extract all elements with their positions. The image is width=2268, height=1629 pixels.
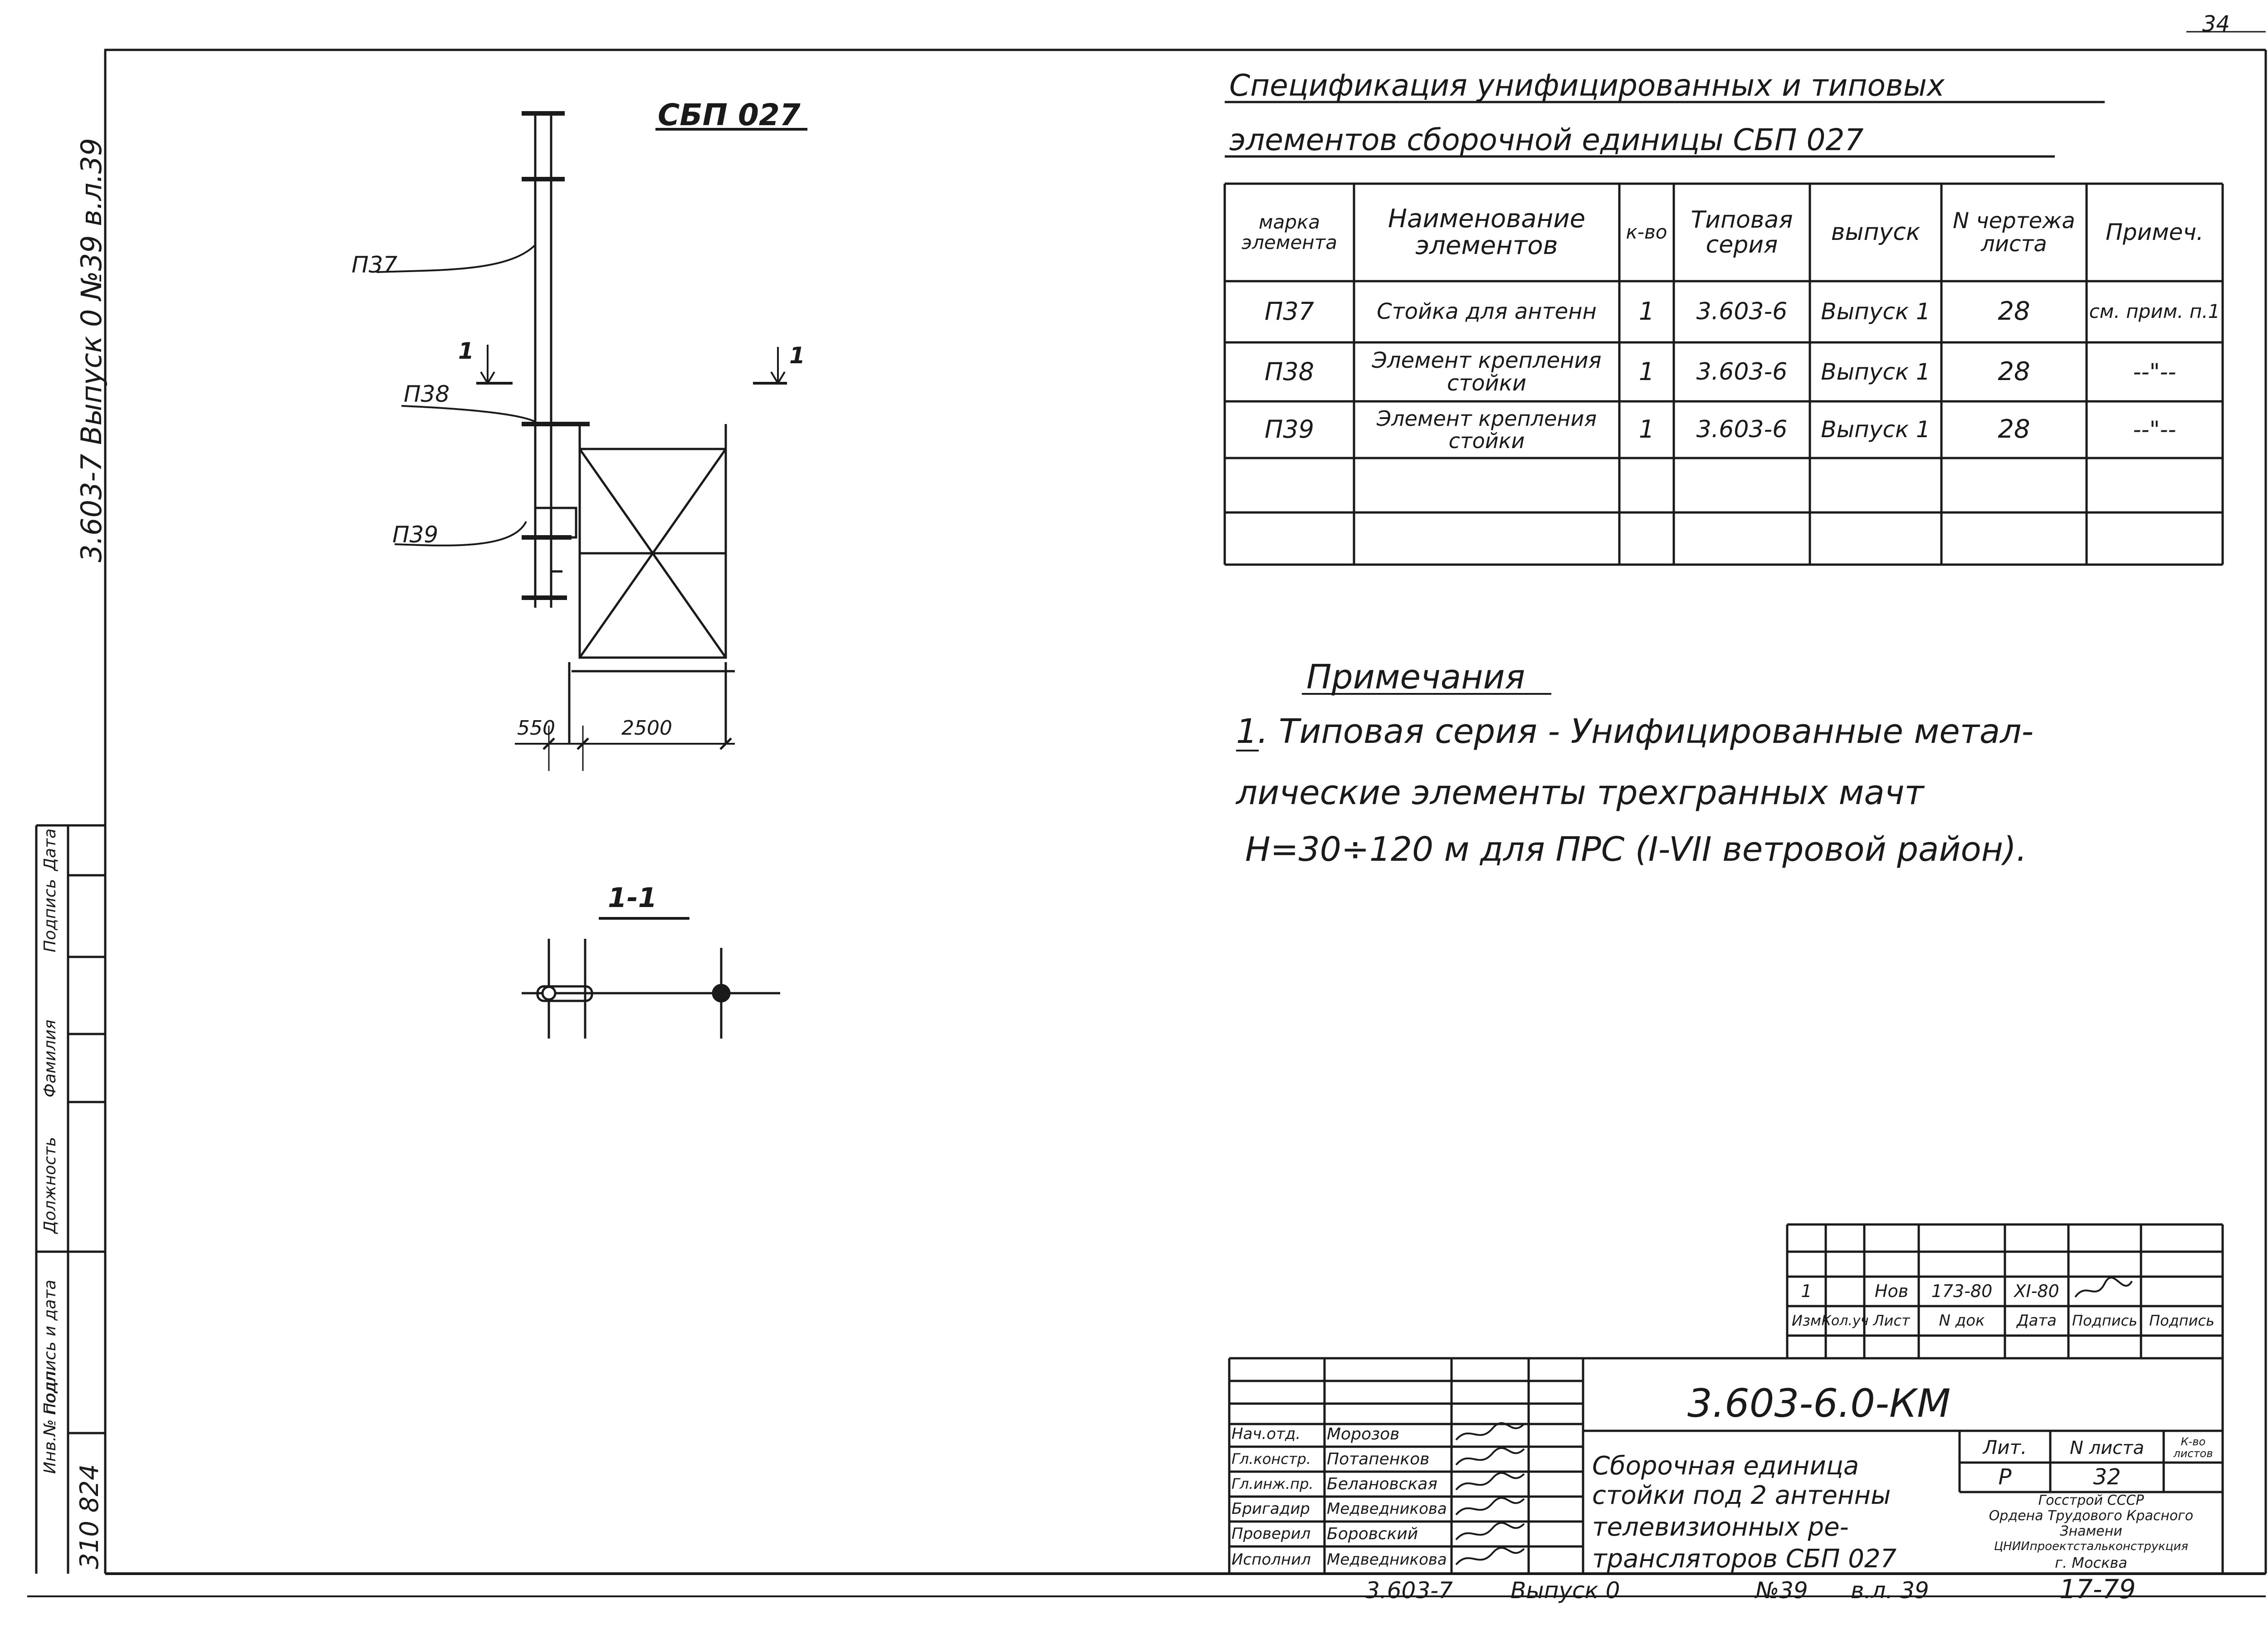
spec-row2-issue: Выпуск 1: [1821, 358, 1931, 385]
dimension-550: 550: [517, 717, 555, 740]
sheet-value: 32: [2093, 1464, 2121, 1490]
staff-role: Гл.констр.: [1232, 1450, 1311, 1468]
org-line: ЦНИИпроектстальконструкция: [1994, 1540, 2189, 1554]
stamp-label-signature: Подпись: [41, 879, 59, 952]
org-line: Госстрой СССР: [2038, 1492, 2144, 1509]
description-line: трансляторов СБП 027: [1592, 1544, 1897, 1574]
notes-line1: 1. Типовая серия - Унифицированные метал…: [1236, 712, 2034, 751]
stamp-label-signature-date: Подпись и дата: [41, 1279, 59, 1415]
sheet-label: N листа: [2069, 1437, 2144, 1458]
spec-row2-note: --"--: [2133, 358, 2176, 385]
document-code: 3.603-6.0-КМ: [1687, 1381, 1951, 1426]
spec-row3-name: Элемент крепления стойки: [1376, 406, 1597, 453]
revision-doc: 173-80: [1931, 1281, 1993, 1301]
spec-header-qty: к-во: [1626, 221, 1667, 244]
revision-header-sheet: Лист: [1873, 1312, 1910, 1329]
lit-value: Р: [1998, 1464, 2012, 1490]
staff-name: Боровский: [1327, 1524, 1418, 1543]
spec-title-line2: элементов сборочной единицы СБП 027: [1229, 122, 1864, 157]
description-line: стойки под 2 антенны: [1592, 1481, 1891, 1510]
spec-header-issue: выпуск: [1831, 219, 1921, 246]
footer-number: №39: [1755, 1577, 1808, 1604]
spec-row2-name: Элемент крепления стойки: [1372, 347, 1602, 396]
stamp-label-date: Дата: [41, 828, 59, 871]
revision-sheet: Нов: [1874, 1281, 1909, 1301]
spec-row1-name: Стойка для антенн: [1377, 299, 1597, 325]
revision-date: XI-80: [2014, 1281, 2059, 1301]
staff-name: Белановская: [1327, 1474, 1437, 1493]
notes-heading: Примечания: [1306, 658, 1525, 697]
section-title: 1-1: [608, 882, 657, 914]
spec-header-series: Типовая серия: [1691, 206, 1793, 258]
staff-name: Потапенков: [1327, 1449, 1430, 1468]
notes-line3: Н=30÷120 м для ПРС (I-VII ветровой район…: [1245, 830, 2027, 869]
spec-row2-series: 3.603-6: [1696, 358, 1788, 385]
spec-row3-sheet: 28: [1998, 415, 2030, 444]
staff-name: Медведникова: [1327, 1551, 1447, 1569]
revision-header-count: Кол.уч: [1821, 1312, 1869, 1329]
stamp-label-position: Должность: [41, 1136, 59, 1234]
org-line: Знамени: [2060, 1523, 2122, 1540]
staff-role: Исполнил: [1232, 1551, 1311, 1569]
spec-row1-sheet: 28: [1998, 297, 2030, 327]
section-mark-right: 1: [789, 342, 805, 369]
drawing-title: СБП 027: [658, 98, 801, 132]
staff-role: Гл.инж.пр.: [1232, 1475, 1314, 1492]
dimension-2500: 2500: [621, 717, 672, 740]
revision-header-change: Изм: [1791, 1312, 1822, 1329]
staff-name: Медведникова: [1327, 1499, 1447, 1518]
revision-count: [1826, 1277, 1864, 1306]
spec-row2-sheet: 28: [1998, 356, 2030, 386]
staff-name: Морозов: [1327, 1424, 1400, 1444]
revision-header-signature-2: Подпись: [2149, 1312, 2214, 1329]
label-p39: П39: [392, 522, 439, 548]
staff-role: Проверил: [1232, 1524, 1311, 1543]
spec-header-drawing-sheet: N чертежа листа: [1953, 208, 2075, 257]
side-title: 3.603-7 Выпуск 0 №39 в.л.39: [75, 138, 108, 562]
spec-row3-issue: Выпуск 1: [1821, 416, 1931, 443]
staff-role: Бригадир: [1232, 1499, 1310, 1518]
spec-row1-note: см. прим. п.1: [2089, 300, 2220, 323]
staff-role: Нач.отд.: [1232, 1424, 1301, 1443]
revision-header-signature: Подпись: [2072, 1312, 2137, 1329]
inv-number: 310 824: [75, 1464, 104, 1569]
spec-row1-series: 3.603-6: [1696, 298, 1788, 326]
footer-sheet: в.л. 39: [1851, 1577, 1929, 1604]
spec-row3-note: --"--: [2133, 416, 2176, 443]
spec-row1-mark: П37: [1264, 297, 1315, 326]
footer-frame: 17-79: [2059, 1574, 2136, 1605]
spec-row1-issue: Выпуск 1: [1821, 298, 1931, 325]
description-line: Сборочная единица: [1592, 1451, 1859, 1481]
spec-row2-mark: П38: [1264, 357, 1315, 386]
spec-row1-qty: 1: [1638, 297, 1655, 326]
section-mark-left: 1: [458, 338, 474, 364]
spec-row2-qty: 1: [1638, 357, 1655, 386]
spec-row3-series: 3.603-6: [1696, 416, 1788, 444]
label-p37: П37: [352, 252, 398, 278]
revision-change-no: 1: [1801, 1281, 1812, 1301]
revision-header-doc: N док: [1939, 1311, 1985, 1330]
org-line: Ордена Трудового Красного: [1989, 1508, 2194, 1524]
sheets-label: К-во листов: [2173, 1435, 2213, 1460]
label-p38: П38: [404, 381, 450, 407]
revision-signature: [2068, 1277, 2141, 1306]
page-number: 34: [2202, 11, 2230, 37]
spec-row3-mark: П39: [1264, 415, 1315, 444]
spec-title-line1: Спецификация унифицированных и типовых: [1229, 68, 1945, 103]
spec-header-notes: Примеч.: [2106, 219, 2204, 246]
spec-row3-qty: 1: [1638, 415, 1655, 444]
revision-header-date: Дата: [2016, 1311, 2057, 1330]
revision-signature-2: [2141, 1277, 2223, 1306]
lit-label: Лит.: [1983, 1436, 2027, 1459]
footer-issue: Выпуск 0: [1510, 1577, 1620, 1604]
footer-series: 3.603-7: [1365, 1577, 1453, 1604]
description-line: телевизионных ре-: [1592, 1512, 1849, 1542]
notes-line2: лические элементы трехгранных мачт: [1236, 773, 1924, 812]
org-line: г. Москва: [2055, 1554, 2127, 1572]
spec-header-mark: марка элемента: [1242, 211, 1337, 254]
stamp-label-surname: Фамилия: [41, 1019, 59, 1097]
spec-header-name: Наименование элементов: [1388, 204, 1586, 260]
